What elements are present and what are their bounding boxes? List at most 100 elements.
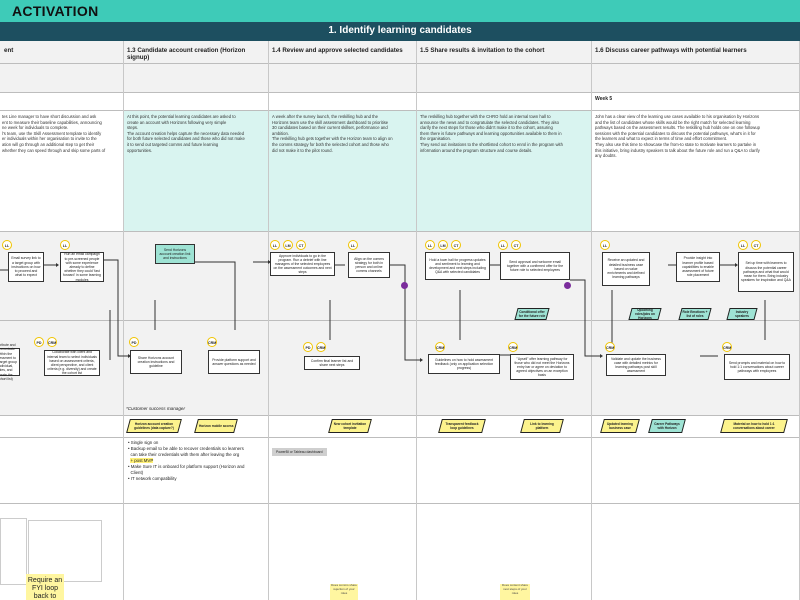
phase-header: 1. Identify learning candidates (0, 22, 800, 41)
column-header-c4: 1.6 Discuss career pathways with potenti… (595, 47, 747, 54)
tool-item: can take their credentials with them aft… (130, 452, 240, 457)
description-c2: A week after the survey launch, the resk… (272, 114, 393, 153)
card-send-horizons: Send Horizons account creation link and … (155, 244, 195, 264)
description-band-c0 (0, 110, 123, 231)
tools-band (0, 437, 800, 503)
role-badge-pd: PD (129, 337, 139, 347)
role-badge-ct: CT (296, 240, 306, 250)
tool-item: • Backup email to be able to recover cre… (128, 446, 244, 451)
card-align-comms: Align on the comms strategy for both in … (348, 252, 390, 278)
separator (0, 231, 800, 232)
phase-title: 1. Identify learning candidates (328, 25, 472, 36)
role-badge-pd: PD (34, 337, 44, 347)
role-badge-ct: CT (511, 240, 521, 250)
card-share-account: Share Horizons account creation instruct… (130, 350, 182, 374)
tools-list: • Single sign on • Backup email to be ab… (128, 440, 268, 482)
artifact-feedback-loop: Transparent feedback loop guidelines (438, 419, 486, 433)
card-email-survey: Email survey link to a target group with… (8, 252, 44, 282)
screenshot-thumbnail (0, 518, 27, 585)
artifact-mobile-access: Horizon mobile access (194, 419, 238, 433)
card-provide-insight: Provide insight into learner profile bas… (676, 252, 720, 282)
activation-title: ACTIVATION (12, 3, 99, 19)
separator (0, 437, 800, 438)
role-badge-crm: CRM (605, 342, 615, 352)
artifact-career-pathways: Career Pathways with Horizon (648, 419, 686, 433)
column-header-c0: ent (4, 47, 14, 54)
tag-role-emotions: Role Emotions + list of roles (678, 308, 712, 320)
artifact-new-cohort: New cohort invitation template (328, 419, 372, 433)
role-badge-ll: LL (60, 240, 70, 250)
description-c1: At this point, the potential learning ca… (127, 114, 245, 153)
tool-item: Client) (130, 470, 144, 475)
role-badge-ct: CT (751, 240, 761, 250)
column-c1 (123, 41, 269, 600)
role-badge-ll: LL (425, 240, 435, 250)
role-badge-crm: CRM (316, 342, 326, 352)
description-teal-band (123, 110, 591, 231)
sticky-note-small: Does comms share rejection of your roles (330, 583, 358, 600)
card-run-email: Run an email campaign to pre-screened pe… (60, 252, 104, 282)
artifact-horizon-account: Horizon account creation guidelines (dat… (126, 419, 182, 433)
role-badge-lm: LM (438, 240, 448, 250)
card-receive-updated: Receive an updated and detailed business… (602, 252, 650, 286)
card-validate: Validate and update the business case wi… (606, 354, 666, 376)
description-band-c4 (591, 110, 800, 231)
column-header-c3: 1.5 Share results & invitation to the co… (420, 47, 545, 54)
activation-header: ACTIVATION (0, 0, 800, 22)
role-badge-ct: CT (451, 240, 461, 250)
tag-upcoming-roles: Upcoming roles/jobs on Horizons (628, 308, 662, 320)
artifact-learning-link: Link to learning platform (520, 419, 564, 433)
card-collaborate: Collaborate with client and internal tea… (44, 350, 100, 376)
week-label: Week 5 (595, 96, 613, 102)
card-confirm-final: Confirm final learner list and share nex… (304, 356, 360, 370)
tag-conditional-offer: Conditional offer for the future role (514, 308, 550, 320)
card-upsell: "Upsell" offer learning pathway for thos… (510, 354, 574, 380)
column-header-c2: 1.4 Review and approve selected candidat… (272, 47, 403, 54)
card-send-approval: Send approval and welcome email together… (500, 252, 570, 280)
sticky-note-fyi: Require an FYI loop back to (26, 574, 64, 600)
role-badge-crm: CRM (435, 342, 445, 352)
description-c4: John has a clear view of the learning us… (595, 114, 760, 159)
purple-marker (564, 282, 571, 289)
powerbi-tag: PowerBI or Tableau dashboard (272, 448, 327, 456)
card-send-prompts: Send prompts and material on how to hold… (724, 354, 790, 380)
role-badge-ll: LL (348, 240, 358, 250)
tool-item: • Single sign on (128, 440, 159, 445)
separator (0, 503, 800, 504)
description-c0: tes Line manager to have short discussio… (2, 114, 106, 153)
separator (0, 415, 800, 416)
tag-industry-speakers: Industry speakers (726, 308, 758, 320)
card-guidelines: Guidelines on how to hold assessment fee… (428, 354, 500, 374)
role-badge-pd: PD (303, 342, 313, 352)
artifact-updated-business-case: Updated learning business case (600, 419, 640, 433)
separator (0, 63, 800, 64)
screenshot-thumbnail (28, 520, 102, 582)
card-provide-support: Provide platform support and answer ques… (208, 350, 260, 374)
role-badge-crm: CRM (722, 342, 732, 352)
separator (0, 92, 800, 93)
customer-success-note: *Customer success manager (126, 406, 185, 411)
card-setup-1on1: Set up time with learners to discuss the… (738, 252, 794, 292)
purple-marker (401, 282, 408, 289)
role-badge-ll: LL (738, 240, 748, 250)
tool-item: • IT network compatibility (128, 476, 177, 481)
sticky-note-small: Does content share next steps of your ro… (500, 583, 530, 600)
notes-band (0, 503, 800, 600)
role-badge-crm: CRM (47, 337, 57, 347)
card-distribute: Distribute and communicate within the as… (0, 343, 20, 381)
separator (0, 110, 800, 111)
artifact-material: Material on how to hold 1:1 conversation… (720, 419, 788, 433)
role-badge-ll: LL (600, 240, 610, 250)
column-header-c1: 1.3 Candidate account creation (Horizon … (127, 47, 246, 61)
role-badge-ll: LL (270, 240, 280, 250)
role-badge-ll: LL (498, 240, 508, 250)
tool-item: + post MVP (130, 458, 154, 463)
description-c3: The reskilling hub together with the CHR… (420, 114, 563, 153)
tool-item: • Make Sure IT is onboard for platform s… (128, 464, 245, 469)
role-badge-ll: LL (2, 240, 12, 250)
role-badge-lm: LM (283, 240, 293, 250)
card-town-hall: Hold a town hall for progress updates an… (425, 252, 490, 280)
week-band (0, 92, 800, 110)
role-badge-crm: CRM (508, 342, 518, 352)
